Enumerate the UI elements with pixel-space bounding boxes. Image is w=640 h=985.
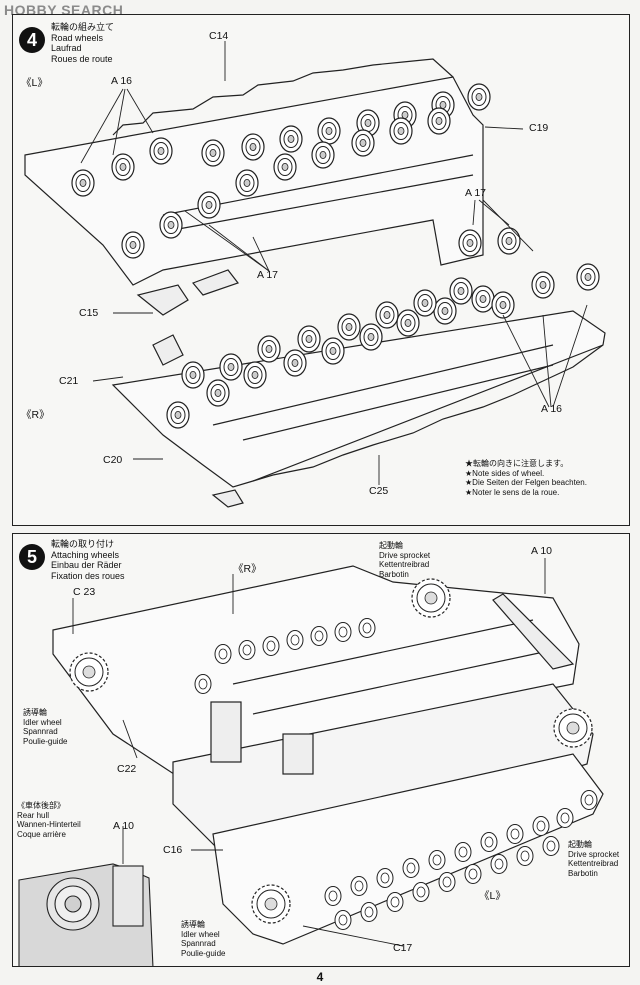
idler-left-de: Spannrad <box>23 727 58 736</box>
drive-sprocket-top-caption: 起動輪 Drive sprocket Kettentreibrad Barbot… <box>379 541 430 579</box>
drive-sprocket-right-en: Drive sprocket <box>568 849 620 859</box>
part-c22-label: C22 <box>117 763 137 775</box>
right-side-marker: 《R》 <box>21 409 50 421</box>
note-jp: ★転輪の向きに注意します。 <box>465 459 569 468</box>
part-a10-top-label: A 10 <box>531 545 553 557</box>
step-5-title-jp: 転輪の取り付け <box>51 539 115 549</box>
note-fr: ★Noter le sens de la roue. <box>465 487 560 497</box>
step-5-leader-lines <box>72 558 546 947</box>
part-c19-label: C19 <box>529 122 549 134</box>
part-c14-label: C14 <box>209 30 229 42</box>
step-4-title-en: Road wheels <box>51 32 104 43</box>
idler-left-en: Idler wheel <box>23 717 62 727</box>
idler-bottom-jp: 誘導輪 <box>181 920 205 929</box>
part-a17-middle-label: A 17 <box>257 269 279 281</box>
part-a10-rear-label: A 10 <box>113 820 135 832</box>
step-4-panel: 4 転輪の組み立て Road wheels Laufrad Roues de r… <box>12 14 630 526</box>
part-c17-label: C17 <box>393 942 413 954</box>
part-c23-label: C 23 <box>73 586 96 598</box>
step-5-title-en: Attaching wheels <box>51 549 120 560</box>
drive-sprocket-right-caption: 起動輪 Drive sprocket Kettentreibrad Barbot… <box>568 840 619 878</box>
idler-bottom-en: Idler wheel <box>181 929 220 939</box>
part-c16-label: C16 <box>163 844 183 856</box>
idler-bottom-de: Spannrad <box>181 939 216 948</box>
left-side-marker: 《L》 <box>21 77 48 89</box>
step-4-heading: 転輪の組み立て Road wheels Laufrad Roues de rou… <box>51 22 114 64</box>
part-a16-top-label: A 16 <box>111 75 133 87</box>
note-en: ★Note sides of wheel. <box>465 468 545 478</box>
step-4-title-de: Laufrad <box>51 43 82 53</box>
page-number: 4 <box>316 970 324 984</box>
rear-hull-caption: 《車体後部》 Rear hull Wannen-Hinterteil Coque… <box>17 801 81 839</box>
part-c21-label: C21 <box>59 375 79 387</box>
lower-hull <box>52 565 604 945</box>
rear-hull-jp: 《車体後部》 <box>17 801 65 810</box>
note-de: ★Die Seiten der Felgen beachten. <box>465 478 587 487</box>
rear-hull-fr: Coque arrière <box>17 829 66 839</box>
step-5-panel: 5 転輪の取り付け Attaching wheels Einbau der Rä… <box>12 533 630 967</box>
rear-hull-de: Wannen-Hinterteil <box>17 820 81 829</box>
drive-sprocket-right-de: Kettentreibrad <box>568 859 619 868</box>
drive-sprocket-top-jp: 起動輪 <box>379 541 403 550</box>
step-4-number: 4 <box>19 27 45 53</box>
step-5-title-de: Einbau der Räder <box>51 560 122 570</box>
idler-bottom-caption: 誘導輪 Idler wheel Spannrad Poulie-guide <box>181 920 225 958</box>
right-suspension-sponson <box>111 310 606 508</box>
step-5-number: 5 <box>19 544 45 570</box>
idler-left-fr: Poulie-guide <box>23 736 68 746</box>
step-4-title-jp: 転輪の組み立て <box>51 22 115 32</box>
part-c15-label: C15 <box>79 307 99 319</box>
drive-sprocket-top-fr: Barbotin <box>379 569 409 579</box>
step-5-title-fr: Fixation des roues <box>51 570 125 581</box>
step-5-heading: 転輪の取り付け Attaching wheels Einbau der Räde… <box>51 539 125 581</box>
part-a17-right-label: A 17 <box>465 187 487 199</box>
road-wheel-assembly-drawing <box>24 41 606 508</box>
hull-wheel-attachment-drawing <box>18 558 604 966</box>
drive-sprocket-right-jp: 起動輪 <box>568 840 592 849</box>
part-a16-right-label: A 16 <box>541 403 563 415</box>
idler-bottom-fr: Poulie-guide <box>181 948 226 958</box>
rear-hull-inset <box>18 863 154 966</box>
drive-sprocket-top-de: Kettentreibrad <box>379 560 430 569</box>
right-side-marker-step5: 《R》 <box>233 563 262 575</box>
part-c25-label: C25 <box>369 485 389 497</box>
idler-left-caption: 誘導輪 Idler wheel Spannrad Poulie-guide <box>23 708 67 746</box>
drive-sprocket-top-en: Drive sprocket <box>379 550 431 560</box>
step-4-leader-lines <box>80 41 588 485</box>
drive-sprocket-right-fr: Barbotin <box>568 868 598 878</box>
left-side-marker-step5: 《L》 <box>479 890 506 902</box>
rear-hull-en: Rear hull <box>17 810 50 820</box>
idler-left-jp: 誘導輪 <box>23 708 47 717</box>
part-c20-label: C20 <box>103 454 123 466</box>
wheel-orientation-note: ★転輪の向きに注意します。 ★Note sides of wheel. ★Die… <box>465 459 587 497</box>
step-4-title-fr: Roues de route <box>51 53 113 64</box>
